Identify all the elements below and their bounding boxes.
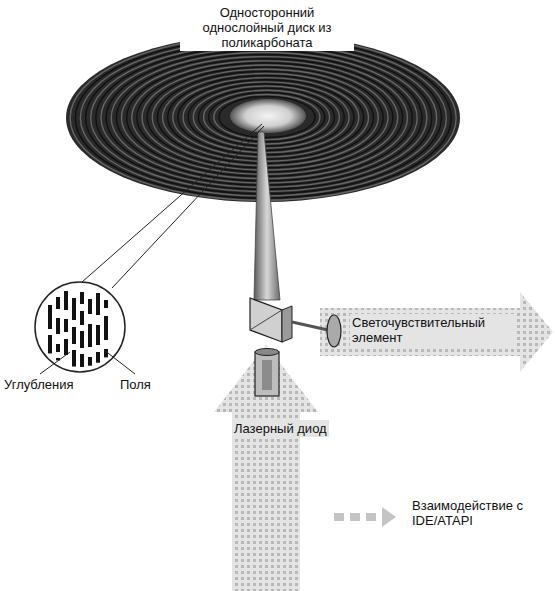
disc-track — [204, 90, 330, 144]
pit — [56, 318, 60, 334]
disc-track — [183, 82, 349, 153]
legend-sample — [334, 507, 396, 527]
pits — [48, 291, 108, 367]
pit — [56, 344, 60, 352]
laser-diode-core — [262, 360, 272, 390]
prism-side — [282, 306, 292, 342]
input-arrow — [214, 345, 318, 591]
leader-line — [40, 352, 70, 374]
pit — [104, 300, 108, 308]
pit — [64, 319, 68, 332]
pit — [104, 316, 108, 340]
reflected-beam — [292, 322, 328, 330]
leader-line — [104, 350, 135, 374]
disc-title: Односторонний однослойный диск из полика… — [180, 4, 354, 51]
disc-track — [198, 88, 334, 146]
legend-text: Взаимодействие с IDE/ATAPI — [412, 498, 542, 528]
laser-beam — [254, 132, 280, 300]
pit — [88, 324, 92, 347]
pit — [72, 298, 76, 320]
disc-track — [188, 84, 344, 151]
pit — [88, 357, 92, 366]
pit — [96, 293, 100, 315]
pit — [88, 299, 92, 314]
prism — [250, 298, 282, 342]
pit — [72, 327, 76, 344]
laser-diode-top — [255, 349, 279, 356]
signal-arrow — [320, 292, 553, 372]
pit — [96, 325, 100, 345]
zoom-leader — [82, 124, 262, 282]
disc-track — [173, 78, 359, 157]
prism-edge — [250, 310, 282, 330]
pit — [80, 354, 84, 367]
laser-diode — [255, 352, 279, 396]
disc-track — [193, 86, 339, 148]
part-label: Углубления — [4, 377, 74, 392]
pit — [96, 352, 100, 363]
disc-track — [178, 80, 354, 155]
part-label: Светочувствительный элемент — [350, 314, 514, 346]
pit — [80, 311, 84, 325]
pit — [80, 331, 84, 348]
pit — [48, 305, 52, 329]
pit — [56, 297, 60, 309]
disc-track — [209, 92, 325, 141]
part-label: Поля — [120, 377, 151, 392]
disc-track — [219, 97, 315, 138]
pit — [48, 335, 52, 353]
pit — [72, 350, 76, 367]
pit — [80, 292, 84, 304]
pit — [64, 291, 68, 310]
zoom-circle — [35, 282, 125, 372]
disc-hub — [230, 99, 306, 133]
pit — [64, 339, 68, 355]
photodetector — [327, 315, 341, 347]
zoom-leader — [112, 126, 264, 288]
disc-track — [214, 94, 320, 139]
part-label: Лазерный диод — [232, 420, 329, 437]
